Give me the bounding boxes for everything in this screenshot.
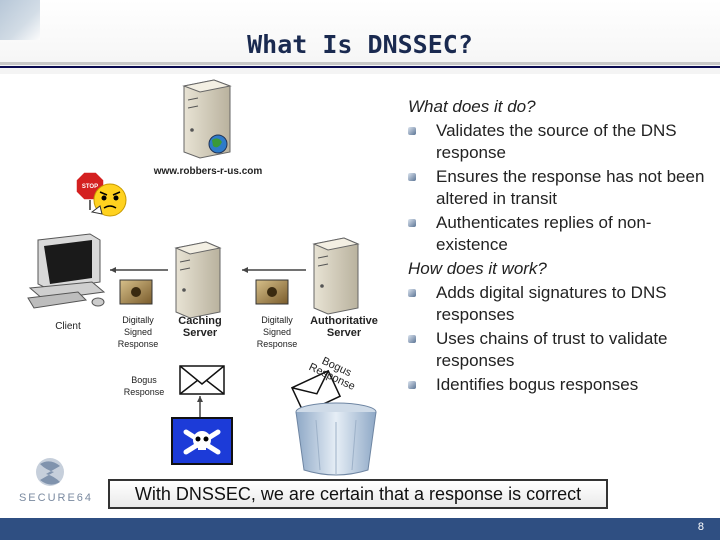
- stop-sign-text: STOP: [81, 184, 99, 190]
- bullet-icon: [408, 219, 416, 227]
- list-item: Ensures the response has not been altere…: [408, 166, 708, 210]
- title-rule-navy: [0, 66, 720, 68]
- bullet-icon: [408, 127, 416, 135]
- caching-server-icon: [174, 241, 222, 319]
- corner-decoration: [0, 0, 40, 40]
- list-item: Adds digital signatures to DNS responses: [408, 282, 708, 326]
- page-number: 8: [697, 521, 704, 533]
- arrow-cache-auth: [242, 267, 306, 273]
- list-item: Identifies bogus responses: [408, 374, 708, 396]
- signed-response-left-label: Digitally Signed Response: [117, 315, 159, 349]
- secure64-logo: SECURE64: [16, 452, 96, 510]
- skull-crossbones-icon: [171, 417, 233, 465]
- footer-bar: [0, 518, 720, 540]
- heading-how-does-it-work: How does it work?: [408, 259, 547, 278]
- bogus-envelope-right-icon: [290, 369, 342, 415]
- secure64-logo-icon: [36, 458, 64, 486]
- arrow-client-cache: [110, 267, 168, 273]
- bogus-envelope-left-icon: [179, 365, 225, 395]
- bullet-icon: [408, 173, 416, 181]
- logo-text: SECURE64: [18, 492, 94, 504]
- authoritative-server-icon: [312, 237, 360, 315]
- bullet-icon: [408, 335, 416, 343]
- signed-response-right-icon: [255, 279, 289, 305]
- caching-server-label: Caching Server: [178, 315, 222, 339]
- attacker-url-label: www.robbers-r-us.com: [153, 166, 263, 177]
- signed-response-right-label: Digitally Signed Response: [256, 315, 298, 349]
- title-bar: [0, 0, 720, 74]
- angry-face-icon: [90, 183, 127, 217]
- heading-what-does-it-do: What does it do?: [408, 97, 536, 116]
- authoritative-server-label: Authoritative Server: [310, 315, 378, 339]
- signed-response-left-icon: [119, 279, 153, 305]
- title-rule-gray: [0, 62, 720, 65]
- arrow-bogus-down: [197, 396, 203, 418]
- right-text-column: What does it do? Validates the source of…: [408, 96, 708, 398]
- bogus-response-left-label: Bogus Response: [123, 375, 165, 397]
- attacker-server-icon: [182, 79, 232, 159]
- list-item: Validates the source of the DNS response: [408, 120, 708, 164]
- bullet-icon: [408, 381, 416, 389]
- client-label: Client: [55, 321, 81, 332]
- list-item: Authenticates replies of non-existence: [408, 212, 708, 256]
- slide-title: What Is DNSSEC?: [247, 30, 473, 59]
- trash-can-icon: [295, 402, 377, 476]
- bullet-icon: [408, 289, 416, 297]
- client-computer-icon: [27, 233, 106, 309]
- conclusion-banner: With DNSSEC, we are certain that a respo…: [108, 479, 608, 509]
- list-item: Uses chains of trust to validate respons…: [408, 328, 708, 372]
